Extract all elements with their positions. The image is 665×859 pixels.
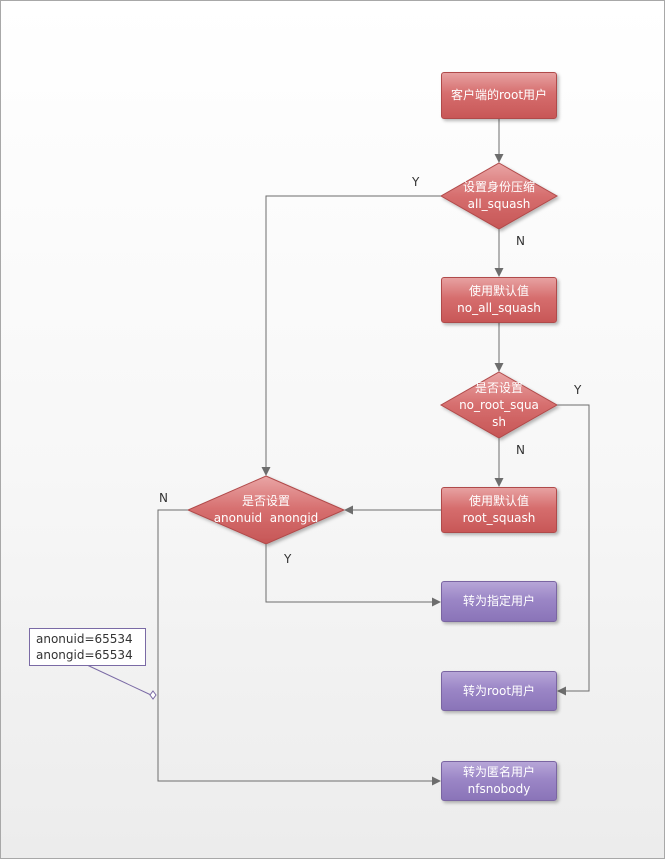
- node-no-all-squash-line1: 使用默认值: [468, 284, 529, 298]
- edge-all-squash-y: [261, 195, 441, 476]
- node-to-anonymous-user-line1: 转为匿名用户: [462, 765, 535, 779]
- note-callout-line: [86, 664, 152, 696]
- diamond-no-root-squash-label: 是否设置 no_root_squa sh: [441, 379, 557, 431]
- diamond-anonuid-anongid-line1: 是否设置: [241, 494, 290, 508]
- node-to-specified-user-label: 转为指定用户: [462, 594, 535, 608]
- edge-anon-y: [265, 544, 441, 607]
- label-anon-y: Y: [284, 552, 292, 566]
- note-callout-anchor: [149, 690, 157, 700]
- node-to-anonymous-user: 转为匿名用户 nfsnobody: [441, 761, 557, 801]
- edge-anon-n: [157, 509, 441, 786]
- annotation-note: anonuid=65534 anongid=65534: [29, 628, 146, 666]
- node-no-all-squash: 使用默认值 no_all_squash: [441, 277, 557, 323]
- annotation-note-line1: anonuid=65534: [36, 632, 133, 646]
- node-client-root-user: 客户端的root用户: [441, 72, 557, 119]
- node-no-all-squash-line2: no_all_squash: [457, 301, 541, 315]
- annotation-note-line2: anongid=65534: [36, 648, 133, 662]
- label-all-squash-n: N: [516, 234, 525, 248]
- node-to-specified-user: 转为指定用户: [441, 581, 557, 622]
- diamond-all-squash-line1: 设置身份压缩: [462, 180, 535, 194]
- diamond-no-root-squash-line3: sh: [492, 414, 506, 429]
- node-root-squash-line2: root_squash: [462, 511, 536, 525]
- node-to-root-user-label: 转为root用户: [462, 683, 536, 698]
- diamond-no-root-squash-line2: no_root_squa: [459, 397, 539, 412]
- diamond-anonuid-anongid-label: 是否设置 anonuid anongid: [188, 493, 344, 527]
- node-root-squash: 使用默认值 root_squash: [441, 487, 557, 533]
- diamond-all-squash-label: 设置身份压缩 all_squash: [441, 179, 557, 213]
- node-to-root-user: 转为root用户: [441, 671, 557, 711]
- node-client-root-user-label: 客户端的root用户: [450, 88, 548, 102]
- node-root-squash-line1: 使用默认值: [468, 494, 529, 508]
- diamond-no-root-squash-line1: 是否设置: [474, 380, 523, 395]
- label-no-root-squash-y: Y: [574, 383, 582, 397]
- diamond-all-squash-line2: all_squash: [467, 197, 531, 211]
- label-no-root-squash-n: N: [516, 443, 525, 457]
- diamond-anonuid-anongid-line2: anonuid anongid: [213, 511, 319, 525]
- label-all-squash-y: Y: [412, 175, 420, 189]
- edge-no-root-squash-y: [557, 404, 590, 696]
- node-to-anonymous-user-line2: nfsnobody: [467, 782, 531, 796]
- label-anon-n: N: [159, 491, 168, 505]
